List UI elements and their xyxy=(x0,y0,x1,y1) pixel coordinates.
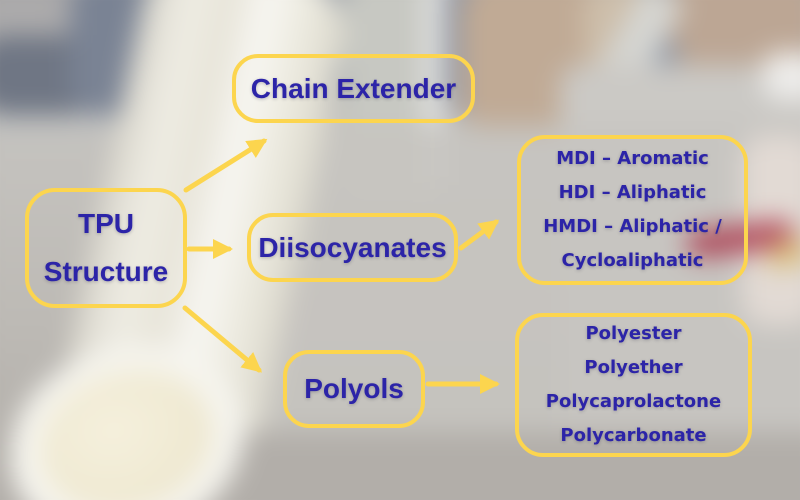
node-chain-extender: Chain Extender xyxy=(232,54,475,123)
arrow-tpu-to-chain-extender xyxy=(183,138,268,193)
diisocyanate-type-line: MDI – Aromatic xyxy=(556,148,709,169)
node-polyol-types: Polyester Polyether Polycaprolactone Pol… xyxy=(515,313,752,457)
arrow-tpu-to-polyols xyxy=(182,305,263,373)
node-tpu-structure-label: TPU Structure xyxy=(43,208,169,287)
polyol-type-line: Polyether xyxy=(584,357,683,378)
node-chain-extender-label: Chain Extender xyxy=(250,72,457,104)
node-diisocyanates-label: Diisocyanates xyxy=(258,231,447,263)
node-tpu-structure: TPU Structure xyxy=(25,188,187,308)
node-polyols-label: Polyols xyxy=(304,373,404,404)
arrow-diisocyanates-to-types xyxy=(458,219,500,251)
photo-blob xyxy=(763,52,800,100)
polyol-type-line: Polycaprolactone xyxy=(545,391,722,412)
node-polyols: Polyols xyxy=(283,350,425,428)
diisocyanate-type-line: HMDI – Aliphatic / xyxy=(543,216,722,237)
polyol-type-line: Polycarbonate xyxy=(560,425,707,446)
polyol-type-line: Polyester xyxy=(585,323,682,344)
diisocyanate-type-line: Cycloaliphatic xyxy=(561,250,704,271)
diisocyanate-type-line: HDI – Aliphatic xyxy=(558,182,707,203)
node-diisocyanates: Diisocyanates xyxy=(247,213,458,282)
node-diisocyanate-types: MDI – Aromatic HDI – Aliphatic HMDI – Al… xyxy=(517,135,748,285)
